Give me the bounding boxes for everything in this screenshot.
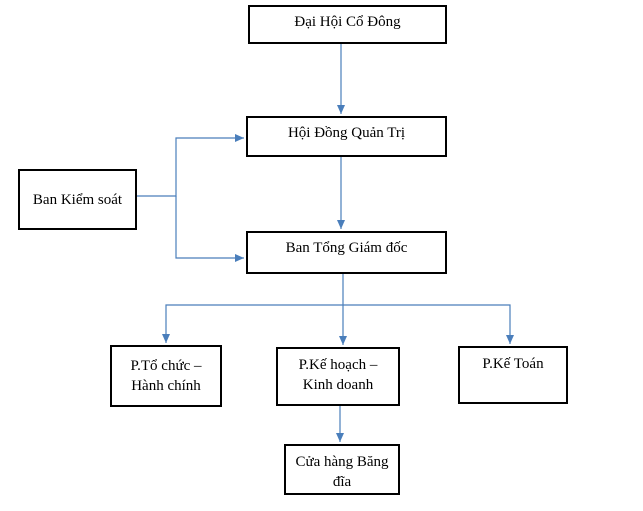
node-label-line-2: Hành chính bbox=[131, 378, 201, 394]
node-label: Ban Kiểm soát bbox=[32, 191, 123, 208]
node-label-line-2: Kinh doanh bbox=[302, 377, 374, 393]
node-label: Hội Đồng Quản Trị bbox=[287, 125, 406, 141]
connector-btgd-to-pkt bbox=[343, 304, 514, 344]
node-cua-hang-bang-dia: Cửa hàng Băng đĩa bbox=[284, 444, 400, 495]
node-phong-to-chuc-hanh-chinh: P.Tổ chức – Hành chính bbox=[110, 345, 222, 407]
node-phong-ke-toan: P.Kế Toán bbox=[458, 346, 568, 404]
connector-bks-to-btgd bbox=[175, 196, 244, 262]
connector-bks-to-hdqt bbox=[137, 134, 244, 197]
node-label-line-1: P.Kế hoạch – bbox=[298, 357, 378, 373]
node-label: Ban Tổng Giám đốc bbox=[285, 240, 408, 256]
node-label: P.Kế Toán bbox=[482, 356, 544, 372]
node-label-line-1: P.Tổ chức – bbox=[130, 358, 202, 374]
node-label-line-2: đĩa bbox=[332, 474, 352, 490]
node-ban-tong-giam-doc: Ban Tổng Giám đốc bbox=[246, 231, 447, 274]
node-dai-hoi-co-dong: Đại Hội Cổ Đông bbox=[248, 5, 447, 44]
node-ban-kiem-soat: Ban Kiểm soát bbox=[18, 169, 137, 230]
node-phong-ke-hoach-kinh-doanh: P.Kế hoạch – Kinh doanh bbox=[276, 347, 400, 406]
node-label-line-1: Cửa hàng Băng bbox=[295, 454, 389, 470]
node-hoi-dong-quan-tri: Hội Đồng Quản Trị bbox=[246, 116, 447, 157]
node-label: Đại Hội Cổ Đông bbox=[294, 14, 401, 30]
connector-btgd-to-ptc bbox=[162, 274, 344, 343]
